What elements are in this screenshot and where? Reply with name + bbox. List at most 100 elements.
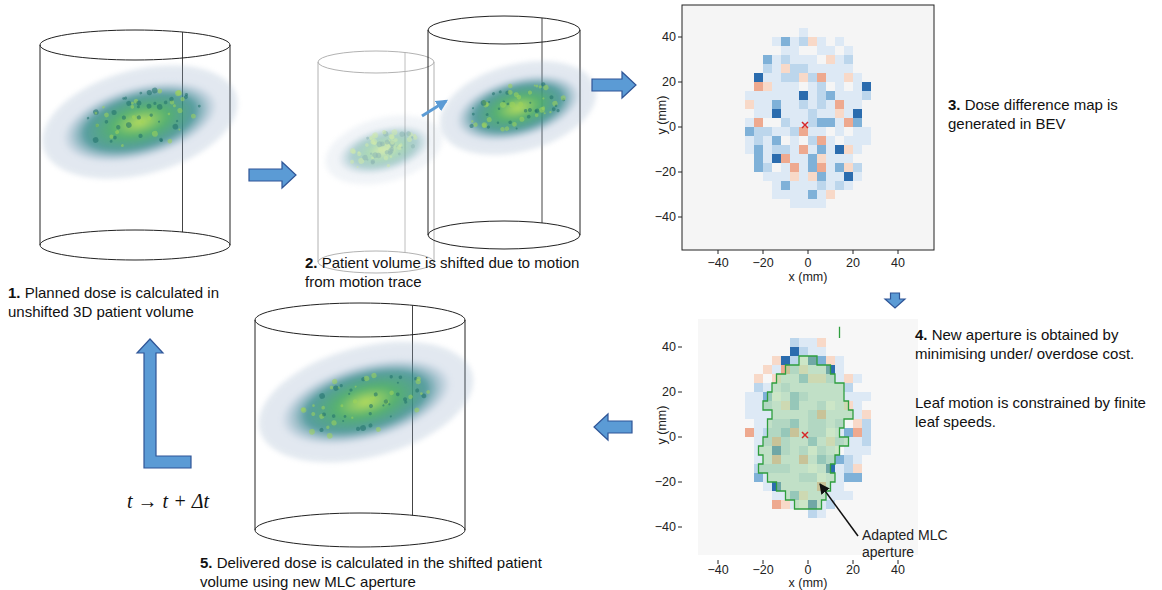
dose-cell <box>781 73 790 82</box>
dose-speckle <box>534 113 539 118</box>
dose-speckle <box>387 144 391 148</box>
dose-cell <box>826 64 835 73</box>
dose-cell <box>799 145 808 154</box>
tick-mark <box>808 250 809 254</box>
dose-cell <box>817 347 826 356</box>
dose-cell <box>835 82 844 91</box>
tick-mark <box>678 217 682 218</box>
dose-speckle <box>351 416 354 419</box>
dose-cell <box>817 37 826 46</box>
dose-cell <box>835 100 844 109</box>
dose-speckle <box>543 84 550 91</box>
dose-cell <box>754 109 763 118</box>
dose-cell <box>790 82 799 91</box>
dose-speckle <box>104 112 110 118</box>
dose-speckle <box>384 139 390 145</box>
dose-cell <box>844 55 853 64</box>
dose-speckle <box>375 426 381 432</box>
dose-speckle <box>372 396 376 400</box>
dose-speckle <box>485 113 489 117</box>
step-panel: 1. Planned dose is calculated in unshift… <box>5 25 245 335</box>
dose-speckle <box>178 128 181 131</box>
dose-speckle <box>382 130 387 135</box>
dose-cell <box>799 163 808 172</box>
leaf-edge <box>839 327 840 338</box>
dose-cell <box>781 163 790 172</box>
dose-cell <box>853 136 862 145</box>
dose-cell <box>844 172 853 181</box>
tick-mark <box>763 250 764 254</box>
dose-cell <box>826 73 835 82</box>
dose-cell <box>862 446 871 455</box>
dose-cell <box>781 190 790 199</box>
dose-cell <box>790 73 799 82</box>
dose-speckle <box>109 140 113 144</box>
dose-speckle <box>415 388 420 393</box>
step-caption: 2. Patient volume is shifted due to moti… <box>305 253 588 291</box>
dose-cloud <box>30 46 250 199</box>
tick-label: −20 <box>655 475 676 489</box>
dose-cell <box>763 109 772 118</box>
dose-cell <box>817 163 826 172</box>
dose-speckle <box>329 385 333 389</box>
step-caption: 1. Planned dose is calculated in unshift… <box>8 283 245 321</box>
dose-cell <box>853 118 862 127</box>
tick-mark <box>678 172 682 173</box>
dose-cell <box>772 356 781 365</box>
dose-speckle <box>543 112 546 115</box>
dose-speckle <box>552 100 559 107</box>
dose-cell <box>844 383 853 392</box>
dose-speckle <box>94 111 97 114</box>
dose-cell <box>808 154 817 163</box>
dose-cell <box>754 136 763 145</box>
dose-speckle <box>389 390 395 396</box>
cylinder-side <box>255 320 256 530</box>
dose-speckle <box>395 392 400 397</box>
tick-label: −20 <box>655 165 676 179</box>
dose-cell <box>772 127 781 136</box>
dose-cell <box>817 100 826 109</box>
dose-cell <box>745 428 754 437</box>
dose-cell <box>808 64 817 73</box>
dose-speckle <box>386 164 390 168</box>
dose-cell <box>790 127 799 136</box>
dose-speckle <box>508 120 512 124</box>
dose-cell <box>790 136 799 145</box>
dose-cell <box>853 82 862 91</box>
tick-label: 0 <box>669 120 676 134</box>
dose-speckle <box>174 90 181 97</box>
tick-label: 40 <box>891 563 905 577</box>
tick-mark <box>898 250 899 254</box>
dose-speckle <box>339 384 343 388</box>
plot-frame <box>682 5 934 250</box>
tick-label: 0 <box>669 430 676 444</box>
dose-cell <box>781 500 790 509</box>
dose-cell <box>781 46 790 55</box>
cylinder-side <box>40 45 41 245</box>
dose-speckle <box>488 101 491 104</box>
dose-cell <box>763 365 772 374</box>
dose-cell <box>754 437 763 446</box>
dose-cell <box>808 37 817 46</box>
dose-speckle <box>92 109 99 116</box>
dose-cell <box>808 118 817 127</box>
dose-cell <box>853 172 862 181</box>
dose-speckle <box>102 106 105 109</box>
dose-speckle <box>538 85 542 89</box>
dose-cell <box>745 91 754 100</box>
dose-difference-map <box>682 5 934 250</box>
dose-cell <box>835 491 844 500</box>
dose-cell <box>799 28 808 37</box>
dose-cell <box>835 356 844 365</box>
block-arrow <box>594 414 632 440</box>
dose-cell <box>781 127 790 136</box>
dose-cell <box>790 37 799 46</box>
dose-cell <box>781 154 790 163</box>
dose-cell <box>844 428 853 437</box>
dose-speckle <box>319 427 324 432</box>
callout-label: Adapted MLC aperture <box>862 527 962 561</box>
dose-speckle <box>326 432 333 439</box>
tick-label: 20 <box>846 256 860 270</box>
dose-cell <box>835 145 844 154</box>
dose-cell <box>790 55 799 64</box>
